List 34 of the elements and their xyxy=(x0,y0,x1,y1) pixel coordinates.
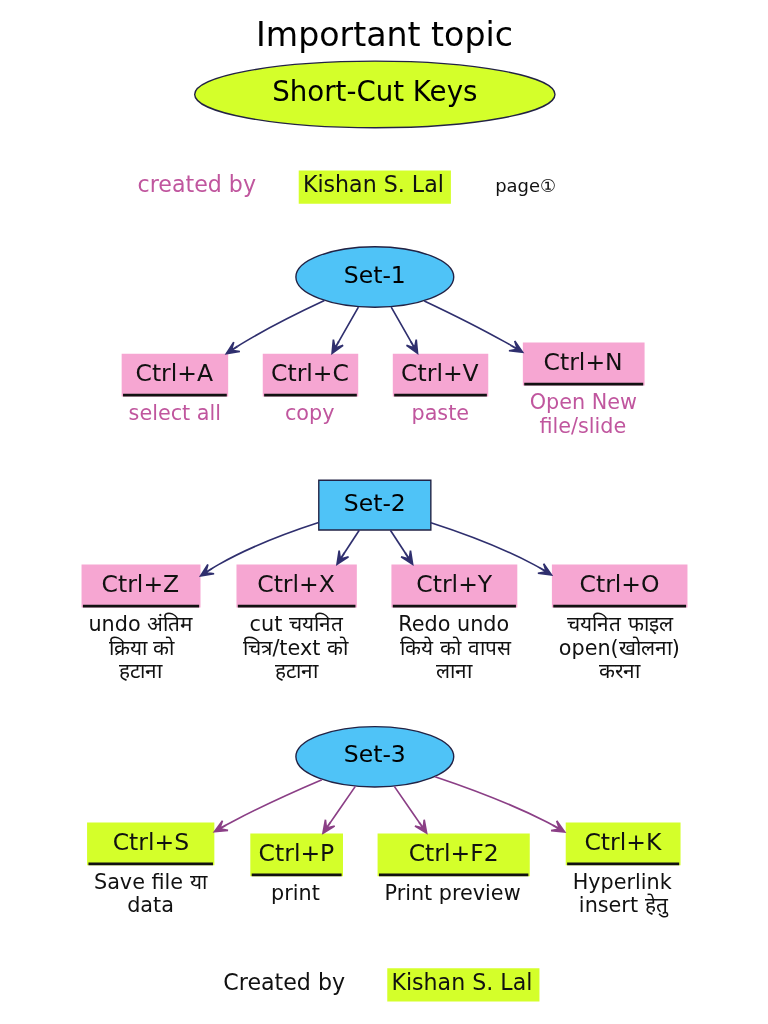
arrow xyxy=(393,785,427,834)
node-ellipse: Set-3 xyxy=(294,725,454,788)
label: Kishan S. Lal xyxy=(302,171,444,198)
arrow xyxy=(433,775,566,833)
arrow xyxy=(225,299,325,355)
arrow xyxy=(213,778,323,833)
node-label: Hyperlink insert हेतु xyxy=(572,869,672,918)
diagram-title: Important topic xyxy=(255,15,513,55)
node-ellipse: Set-1 xyxy=(294,246,454,308)
node-label: undo अंतिम क्रिया को हटाना xyxy=(87,612,192,684)
node-label: Print preview xyxy=(384,880,521,905)
node-label: चयनित फाइल open(खोलना) करना xyxy=(558,612,680,684)
node-ellipse: Short-Cut Keys xyxy=(193,60,556,129)
node-label: Redo undo किये को वापस लाना xyxy=(397,612,511,684)
label: Created by xyxy=(222,969,345,996)
arrow xyxy=(321,785,356,834)
node-label: select all xyxy=(128,401,221,426)
label: Kishan S. Lal xyxy=(390,969,532,996)
arrow xyxy=(330,306,359,355)
node-label: copy xyxy=(284,401,334,426)
arrow xyxy=(429,521,552,576)
node-box: Set-2 xyxy=(317,479,432,531)
node-label: paste xyxy=(410,401,469,426)
arrow xyxy=(389,529,413,566)
arrow xyxy=(199,521,319,577)
node-label: Open New file/slide xyxy=(529,389,637,438)
node-label: cut चयनित चित्र/text को हटाना xyxy=(242,612,348,684)
arrow xyxy=(422,300,523,354)
arrow xyxy=(335,529,360,566)
arrow xyxy=(389,306,418,355)
node-label: print xyxy=(270,880,320,905)
node-label: Save file या data xyxy=(93,869,207,918)
label: page① xyxy=(494,174,556,196)
label: created by xyxy=(137,171,256,198)
